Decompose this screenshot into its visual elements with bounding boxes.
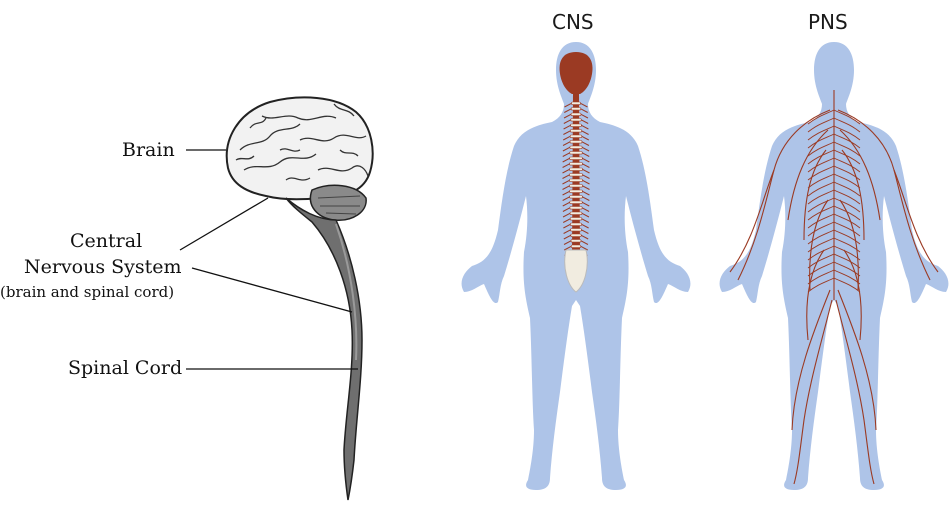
vertebra [571,234,581,237]
vertebra [570,223,581,226]
vertebra [571,119,581,122]
vertebra [570,141,582,144]
vertebra [572,102,581,105]
vertebra [570,212,582,215]
label-brain: Brain [122,139,175,161]
heading-pns: PNS [808,10,848,34]
vertebra [570,135,582,138]
label-spinal-cord: Spinal Cord [68,357,182,379]
cns-body-figure [462,42,691,490]
spinal-cord-illustration [286,198,362,500]
vertebra [571,124,582,127]
vertebra [571,108,580,111]
vertebra [570,207,582,210]
vertebra [570,168,583,171]
vertebra [570,196,583,199]
vertebra [570,157,583,160]
vertebra [570,190,583,193]
vertebra [571,113,581,116]
vertebra [571,240,581,243]
pns-body-figure [720,42,949,490]
vertebra [570,174,583,177]
heading-cns: CNS [552,10,594,34]
vertebra [570,163,583,166]
vertebra [570,218,582,221]
label-cns-line2: Nervous System [24,256,182,278]
vertebra [570,185,583,188]
label-cns-line3: (brain and spinal cord) [0,281,174,303]
vertebra [571,229,582,232]
vertebra [570,152,582,155]
brain-illustration [227,97,373,220]
vertebra [570,146,582,149]
vertebra [571,245,580,248]
vertebra [570,179,583,182]
label-cns-line1: Central [70,230,142,252]
vertebra [570,201,582,204]
vertebra [570,130,581,133]
